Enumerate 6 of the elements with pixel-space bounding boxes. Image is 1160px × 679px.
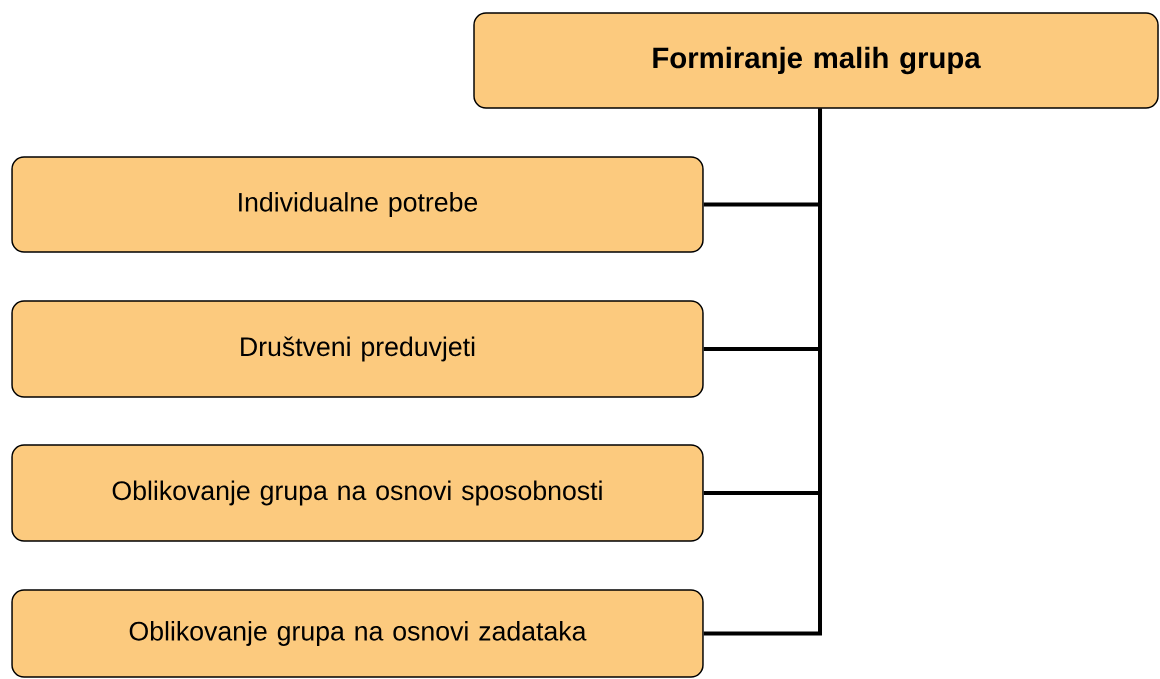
title-box: Formiranje malih grupa xyxy=(473,12,1159,109)
category-box: Oblikovanje grupa na osnovi sposobnosti xyxy=(11,444,704,542)
category-box: Društveni preduvjeti xyxy=(11,300,704,398)
category-box: Individualne potrebe xyxy=(11,156,704,253)
connector-line xyxy=(703,108,822,636)
category-box: Oblikovanje grupa na osnovi zadataka xyxy=(11,589,704,678)
